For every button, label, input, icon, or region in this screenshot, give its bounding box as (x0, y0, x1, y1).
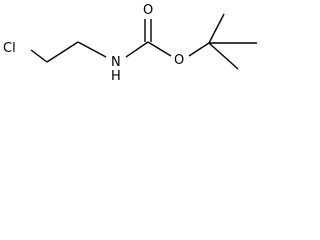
atom-chlorine-label: Cl (3, 41, 16, 56)
bond-cl-c1 (30, 49, 48, 63)
bond-c1-c2 (46, 41, 79, 63)
bond-c4-methyl-bottom (208, 42, 239, 70)
bond-c3-o-ester (147, 41, 172, 57)
bond-o-c4 (188, 42, 210, 57)
atom-hydrogen-label: H (111, 69, 121, 84)
bond-c2-n (77, 41, 107, 58)
atom-carbonyl-oxygen-label: O (143, 3, 153, 18)
bond-c4-methyl-top (208, 13, 225, 44)
chemical-structure: Cl N H O O (3, 3, 257, 84)
atom-ester-oxygen-label: O (174, 53, 184, 68)
bond-n-c3 (125, 41, 149, 58)
atom-nitrogen-label: N (111, 55, 121, 70)
